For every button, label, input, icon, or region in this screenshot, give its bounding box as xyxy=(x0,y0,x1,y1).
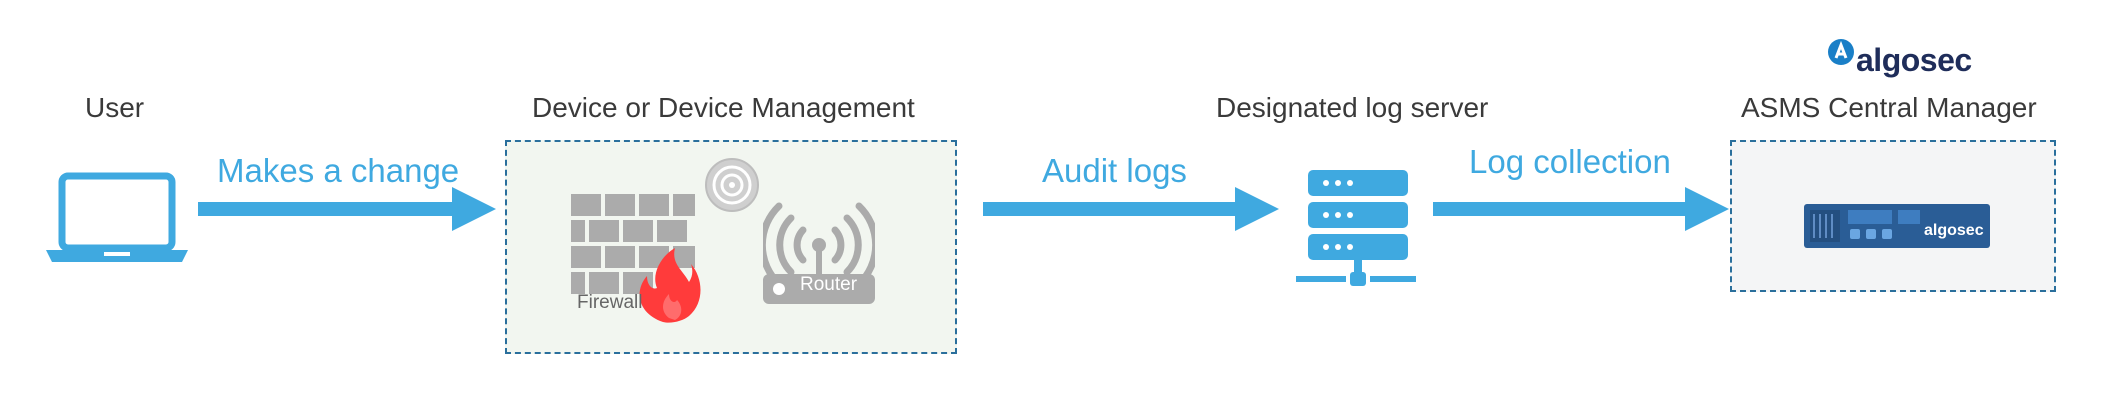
algosec-logo-icon xyxy=(1828,39,1854,65)
edge-label-log-collection: Log collection xyxy=(1469,143,1671,180)
log-server-label: Designated log server xyxy=(1216,92,1489,123)
router-label: Router xyxy=(800,274,858,295)
edge-label-makes-change: Makes a change xyxy=(217,152,460,189)
edge-label-audit-logs: Audit logs xyxy=(1042,152,1187,189)
arrow-log-server-to-asms xyxy=(1433,187,1729,231)
disc-icon xyxy=(705,158,759,212)
device-management-box: Firewall Router xyxy=(505,140,957,354)
arrow-user-to-device xyxy=(198,187,496,231)
arrow-device-to-log-server xyxy=(983,187,1279,231)
appliance-brand-text: algosec xyxy=(1924,222,1984,239)
laptop-icon xyxy=(46,172,188,262)
router-base xyxy=(763,274,875,304)
algosec-logo-text: algosec xyxy=(1856,42,1972,78)
device-label: Device or Device Management xyxy=(532,92,915,123)
server-icon xyxy=(1296,170,1416,286)
asms-label: ASMS Central Manager xyxy=(1741,92,2037,123)
firewall-icon xyxy=(571,194,701,323)
appliance-icon xyxy=(1804,204,1990,248)
firewall-label: Firewall xyxy=(577,292,643,313)
user-label: User xyxy=(85,92,145,123)
asms-central-manager-box: algosec xyxy=(1730,140,2056,292)
